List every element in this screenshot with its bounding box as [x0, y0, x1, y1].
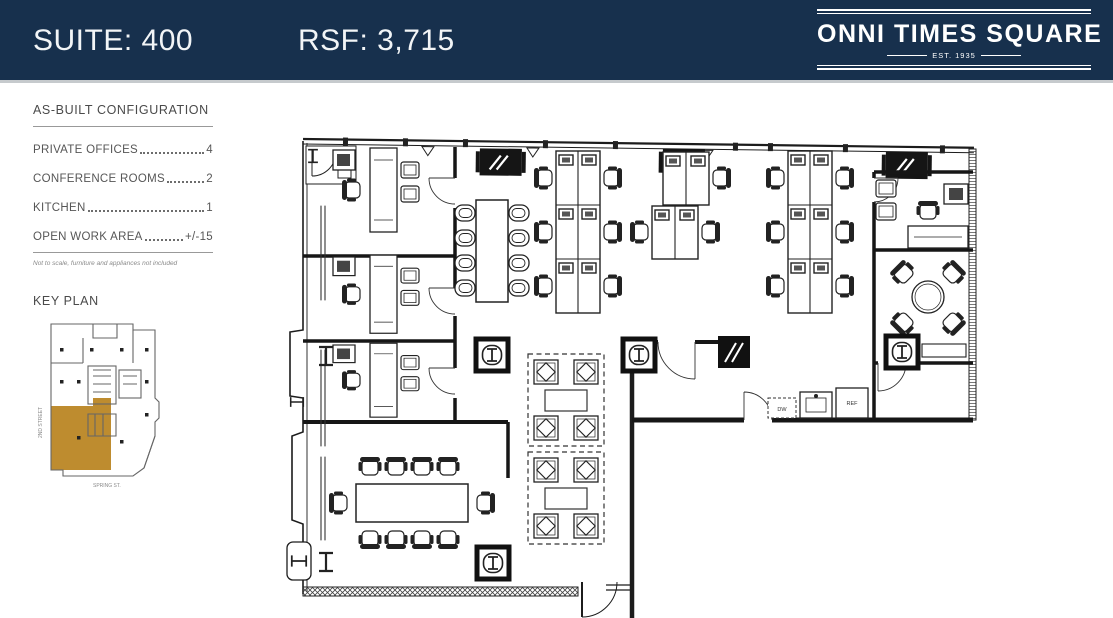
shaft-column — [718, 336, 750, 368]
config-title: AS-BUILT CONFIGURATION — [33, 103, 209, 117]
config-item-kitchen: KITCHEN 1 — [33, 202, 213, 214]
leader-dots — [144, 239, 183, 241]
config-item-open-work-area: OPEN WORK AREA +/-15 — [33, 231, 213, 243]
logo-title: ONNI TIMES SQUARE — [817, 20, 1103, 48]
suite-label: SUITE: 400 — [33, 24, 194, 57]
private-office-3-furniture — [333, 343, 419, 417]
disclaimer-note: Not to scale, furniture and appliances n… — [33, 260, 178, 267]
open-bench-middle — [629, 151, 732, 260]
street-label-bottom: SPRING ST. — [93, 483, 121, 489]
bottom-hatched-wall — [302, 586, 579, 597]
round-table-room — [887, 257, 969, 358]
config-item-conference-rooms: CONFERENCE ROOMS 2 — [33, 173, 213, 185]
key-plan-map: 2ND STREET SPRING ST. — [38, 323, 160, 489]
building-logo: ONNI TIMES SQUARE EST. 1935 — [817, 9, 1103, 70]
logo-rule-left — [887, 55, 928, 56]
fridge-label: REF — [847, 401, 859, 407]
dishwasher-label: DW — [777, 407, 787, 413]
config-item-private-offices: PRIVATE OFFICES 4 — [33, 144, 213, 156]
conference-room-10 — [328, 456, 496, 550]
hvac-unit — [880, 150, 934, 181]
open-bench-1 — [534, 151, 622, 313]
key-plan-highlight — [51, 398, 111, 470]
config-item-value: 2 — [206, 173, 213, 185]
conference-table-8 — [454, 199, 530, 303]
logo-est-row: EST. 1935 — [887, 51, 1022, 60]
leader-dots — [87, 210, 205, 212]
sidebar: AS-BUILT CONFIGURATION PRIVATE OFFICES 4… — [33, 103, 213, 501]
rsf-label: RSF: 3,715 — [298, 24, 455, 57]
suite-entry-door — [581, 342, 635, 618]
leader-dots — [166, 181, 205, 183]
hvac-unit — [474, 147, 528, 178]
leader-dots — [140, 152, 205, 154]
key-plan-title: KEY PLAN — [33, 294, 99, 308]
logo-rule-bottom — [817, 63, 1091, 70]
private-office-2-furniture — [333, 255, 419, 333]
logo-rule-top — [817, 9, 1091, 16]
door-swings — [428, 177, 907, 421]
divider — [33, 126, 213, 127]
left-exterior-wall — [286, 141, 312, 594]
key-plan-columns — [60, 348, 149, 444]
config-item-value: 4 — [206, 144, 213, 156]
i-beam-column — [317, 551, 335, 573]
config-item-label: OPEN WORK AREA — [33, 231, 143, 243]
kitchen: DW REF — [767, 387, 869, 419]
open-bench-2 — [766, 151, 854, 313]
config-item-label: PRIVATE OFFICES — [33, 144, 139, 156]
config-item-value: 1 — [206, 202, 213, 214]
lounge-area — [527, 353, 605, 545]
private-office-1-furniture — [333, 148, 419, 232]
logo-rule-right — [980, 55, 1022, 56]
street-label-left: 2ND STREET — [38, 407, 44, 438]
right-exterior-wall — [968, 148, 977, 421]
column-symbol — [623, 339, 655, 371]
top-exterior-wall — [302, 137, 974, 181]
private-office-4-furniture — [875, 179, 969, 249]
column-symbol — [477, 547, 509, 579]
config-item-label: KITCHEN — [33, 202, 86, 214]
column-symbol — [886, 336, 918, 368]
divider — [33, 252, 213, 253]
config-item-label: CONFERENCE ROOMS — [33, 173, 165, 185]
header-bar: SUITE: 400 RSF: 3,715 ONNI TIMES SQUARE … — [0, 0, 1113, 83]
credenza — [921, 343, 967, 358]
config-item-value: +/-15 — [184, 231, 213, 243]
column-symbol — [476, 339, 508, 371]
logo-subtitle: EST. 1935 — [932, 51, 976, 60]
